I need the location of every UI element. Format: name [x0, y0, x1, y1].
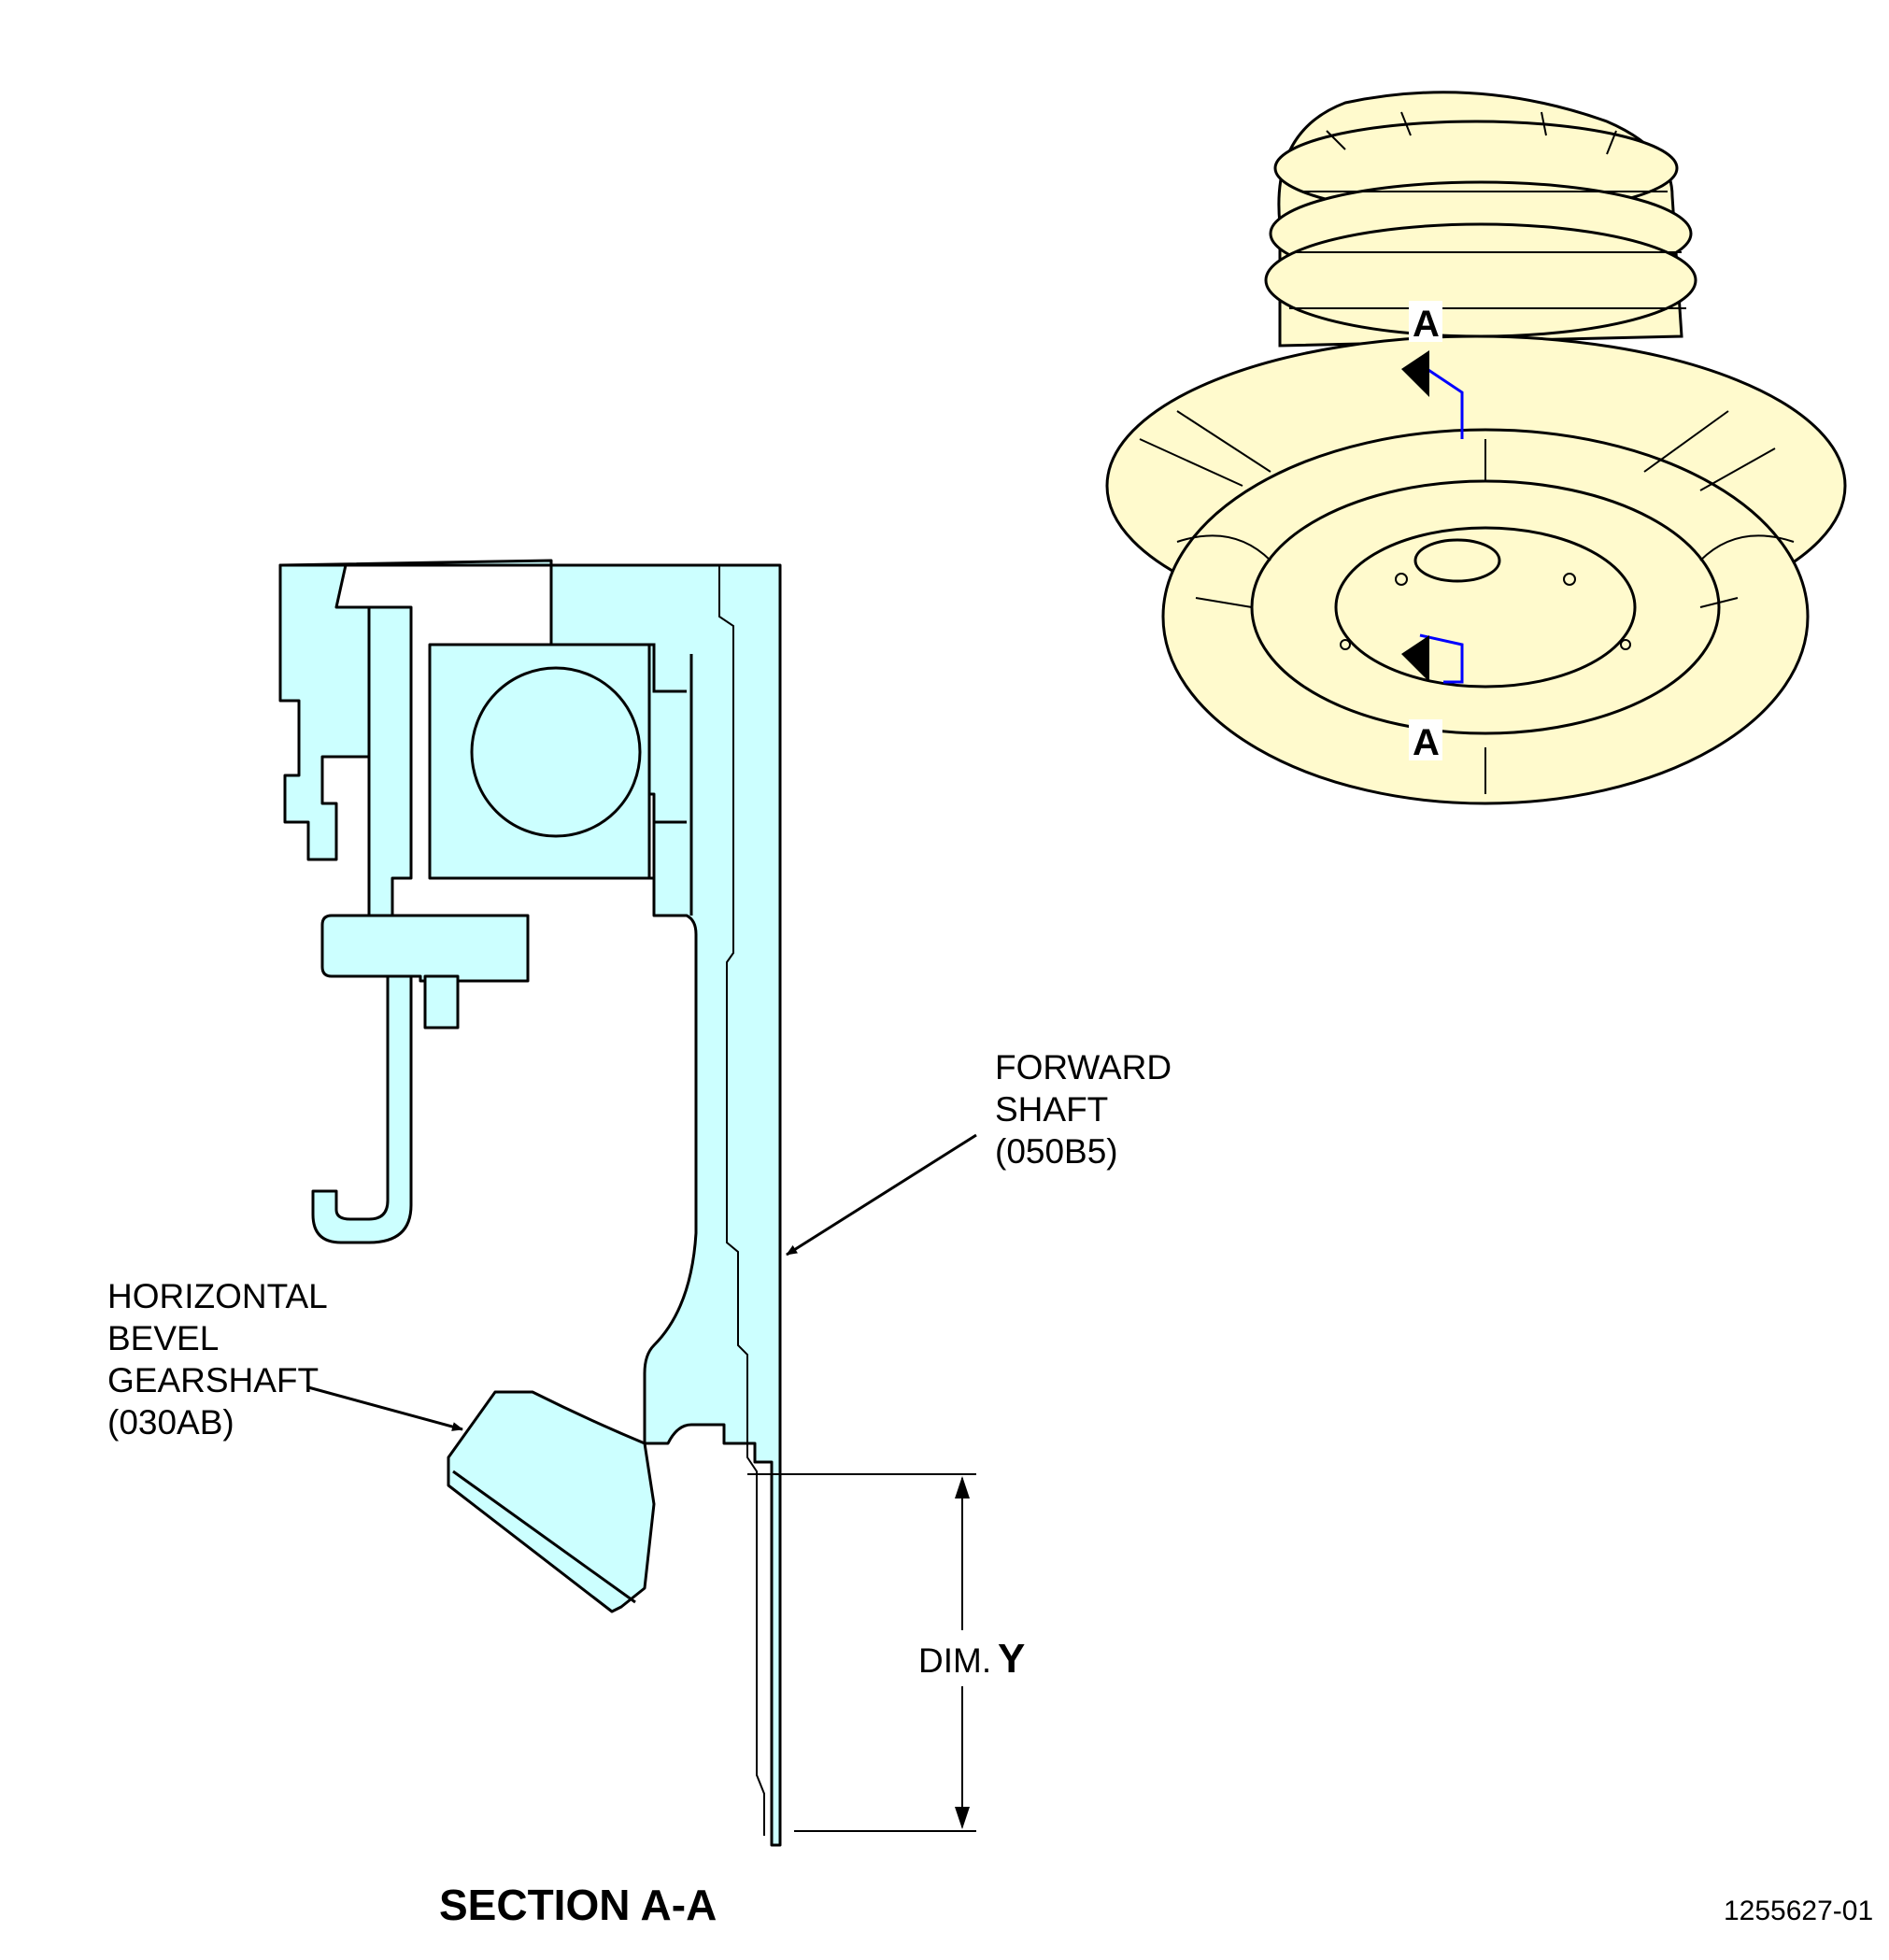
section-cut-line-lower: [1419, 633, 1464, 684]
engine-center-boss: [1413, 538, 1501, 583]
section-marker-upper: A: [1413, 304, 1440, 345]
gear-tooth-line: [452, 1470, 636, 1604]
section-view: [278, 559, 782, 1847]
inner-race-lines: [589, 643, 693, 916]
oil-jet-tube: [311, 974, 413, 1244]
forward-shaft-leader: [786, 1133, 977, 1257]
forward-shaft-line-3: (050B5): [995, 1132, 1118, 1171]
forward-shaft-profile: [718, 565, 765, 1836]
housing-frame: [278, 563, 371, 861]
forward-shaft-line-1: FORWARD: [995, 1048, 1172, 1087]
bevel-gearshaft-line-3: GEARSHAFT: [107, 1361, 319, 1399]
dimension-letter: Y: [998, 1636, 1025, 1682]
bearing-ball: [470, 666, 642, 838]
engine-isometric-view: A A: [1105, 91, 1847, 805]
section-arrow-upper: [1401, 350, 1429, 397]
section-marker-lower: A: [1413, 722, 1440, 763]
bevel-gearshaft-leader: [307, 1385, 463, 1431]
callout-forward-shaft: FORWARD SHAFT (050B5): [786, 1048, 1172, 1257]
bevel-gear: [447, 1390, 656, 1613]
bearing-housing: [278, 559, 782, 1847]
outer-race-support: [367, 605, 413, 927]
section-arrow-lower: [1401, 635, 1429, 682]
bevel-gearshaft-line-2: BEVEL: [107, 1319, 219, 1357]
retaining-bolt: [320, 914, 530, 983]
engine-casing-band-2: [1264, 222, 1697, 338]
bevel-gearshaft-line-1: HORIZONTAL: [107, 1277, 328, 1315]
dimension-prefix: DIM.: [918, 1641, 991, 1680]
dimension-y: DIM. Y: [747, 1473, 1025, 1832]
bolt-nut: [423, 974, 460, 1030]
forward-shaft-line-2: SHAFT: [995, 1090, 1108, 1129]
engine-detail-lines: [1139, 111, 1795, 794]
bevel-gearshaft-line-4: (030AB): [107, 1403, 234, 1442]
engine-hub: [1334, 526, 1637, 689]
section-title: SECTION A-A: [439, 1881, 717, 1929]
callout-bevel-gearshaft: HORIZONTAL BEVEL GEARSHAFT (030AB): [107, 1277, 463, 1442]
document-number: 1255627-01: [1724, 1896, 1873, 1926]
section-cut-line: [1419, 362, 1464, 439]
